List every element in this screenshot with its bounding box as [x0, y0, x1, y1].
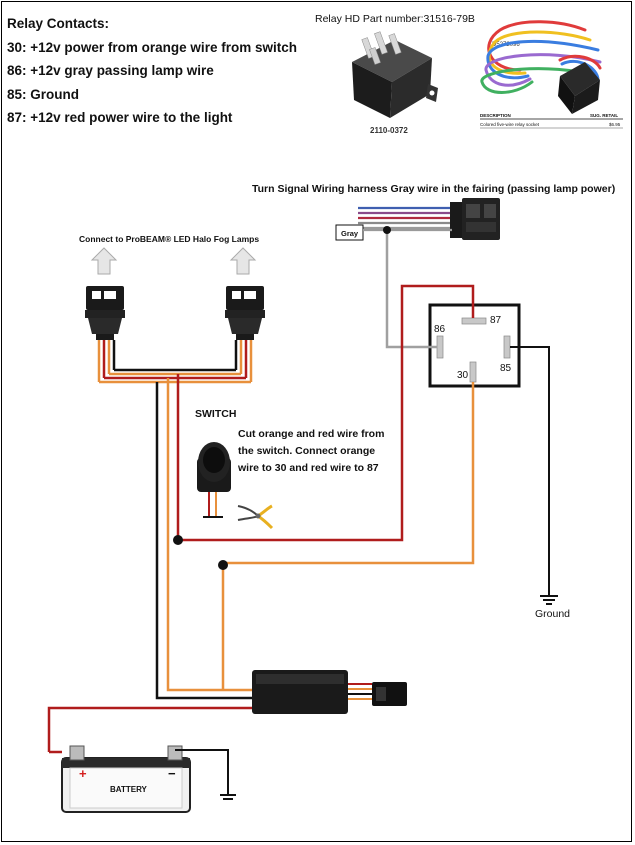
- contact-86: 86: +12v gray passing lamp wire: [7, 63, 214, 78]
- switch-icon: [197, 442, 231, 518]
- table-row-price: $6.95: [609, 122, 621, 127]
- ground-wire: [510, 346, 550, 596]
- ground-label: Ground: [535, 608, 570, 620]
- harness-wires: [358, 206, 452, 230]
- pin-label-87: 87: [490, 315, 502, 326]
- relay-pin-87: [461, 317, 487, 325]
- arrow-up-icon: [90, 247, 118, 275]
- contacts-title: Relay Contacts:: [7, 16, 110, 31]
- contact-87: 87: +12v red power wire to the light: [7, 110, 233, 125]
- fog-lamp-connector-right: [225, 286, 265, 340]
- relay-part-label: Relay HD Part number:31516-79B: [315, 13, 475, 25]
- junction-dot: [173, 535, 183, 545]
- relay-photo: [352, 31, 438, 118]
- gray-wire: [385, 230, 437, 349]
- relay-pin-86: [436, 335, 444, 359]
- battery-icon: [61, 745, 191, 813]
- battery-ground-wire: [175, 749, 229, 795]
- ground-icon: [540, 595, 558, 605]
- pin-label-85: 85: [500, 363, 512, 374]
- pin-label-30: 30: [457, 370, 469, 381]
- relay-code: 2110-0372: [370, 126, 408, 135]
- harness-label: Turn Signal Wiring harness Gray wire in …: [252, 183, 615, 195]
- junction-dot: [383, 226, 391, 234]
- socket-housing: [558, 62, 600, 114]
- battery-minus-label: −: [168, 766, 176, 781]
- fog-lamp-connector-left: [85, 286, 125, 340]
- battery-label: BATTERY: [110, 785, 148, 794]
- battery-plus-label: +: [79, 766, 87, 781]
- arrow-up-icon: [229, 247, 257, 275]
- contact-85: 85: Ground: [7, 86, 80, 102]
- socket-photo: [480, 20, 602, 94]
- table-row-desc: Colored five-wire relay socket: [480, 122, 540, 127]
- instruction-line-1: Cut orange and red wire from: [238, 428, 384, 440]
- contact-30: 30: +12v power from orange wire from swi…: [7, 39, 297, 55]
- table-header-desc: DESCRIPTION: [480, 113, 511, 118]
- relay-box: [428, 303, 521, 388]
- gray-tag-text: Gray: [341, 229, 359, 238]
- red-wire-to-87: [178, 284, 475, 542]
- instruction-line-3: wire to 30 and red wire to 87: [237, 462, 379, 474]
- harness-module: [252, 670, 407, 714]
- gray-wire-tag: Gray: [335, 224, 364, 241]
- battery-positive-wire: [47, 706, 252, 752]
- wire-cutter-icon: [237, 504, 274, 530]
- lamp-harness-wires: [97, 340, 253, 384]
- fog-lamps-label: Connect to ProBEAM® LED Halo Fog Lamps: [79, 234, 259, 244]
- main-run-wires: [155, 374, 254, 700]
- instruction-line-2: the switch. Connect orange: [238, 445, 375, 457]
- relay-pin-85: [503, 335, 511, 359]
- relay-pin-30: [469, 361, 477, 383]
- switch-label: SWITCH: [195, 408, 236, 420]
- table-header-price: SUG. RETAIL: [590, 113, 618, 118]
- junction-dot: [218, 560, 228, 570]
- battery-ground-icon: [220, 794, 236, 800]
- pin-label-86: 86: [434, 324, 446, 335]
- harness-connector: [450, 198, 500, 240]
- relay-contacts-legend: Relay Contacts: 30: +12v power from oran…: [7, 12, 297, 130]
- orange-wire-to-30: [221, 382, 475, 690]
